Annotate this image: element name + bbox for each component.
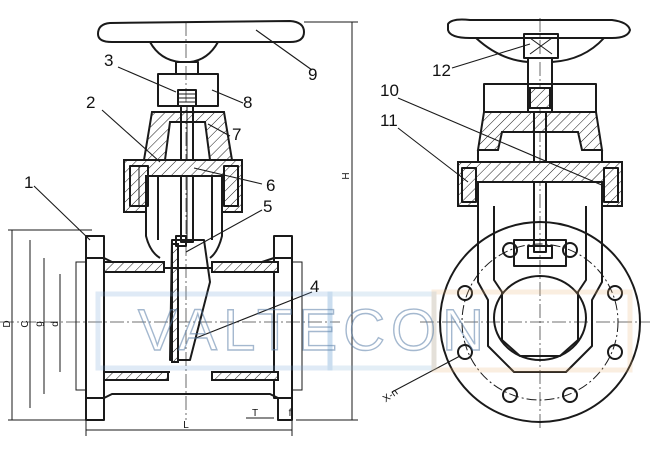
label-2: 2 — [86, 93, 95, 112]
dim-nominal-diameter: d — [50, 321, 61, 327]
label-3: 3 — [104, 51, 113, 70]
dim-flange-face: f — [289, 408, 292, 419]
side-bonnet — [476, 111, 604, 151]
watermark-text: VALTECON — [138, 298, 490, 363]
bolt-holes — [457, 242, 623, 403]
part-labels: 1 2 3 4 5 6 7 8 9 10 11 12 — [24, 51, 451, 296]
side-view — [391, 18, 650, 430]
label-8: 8 — [243, 93, 252, 112]
dim-outer-diameter: D — [2, 320, 13, 327]
side-flange — [439, 221, 641, 423]
gate-wedge — [169, 239, 211, 361]
side-body — [477, 206, 603, 373]
dim-flange-thickness: T — [252, 408, 258, 419]
watermark: VALTECON — [95, 289, 633, 373]
bonnet-flange — [123, 159, 243, 213]
label-11: 11 — [380, 111, 398, 130]
label-4: 4 — [310, 277, 319, 296]
dim-height: H — [341, 172, 352, 179]
dim-raised-face: g — [34, 321, 45, 327]
dim-length: L — [183, 420, 189, 431]
label-12: 12 — [432, 61, 451, 80]
gland-spring — [177, 89, 197, 107]
section-view — [0, 20, 340, 421]
label-9: 9 — [308, 65, 317, 84]
side-handwheel — [447, 18, 631, 39]
label-5: 5 — [263, 197, 272, 216]
section-dimensions — [8, 21, 358, 436]
handwheel — [97, 20, 305, 43]
dim-bolt-circle: C — [20, 320, 31, 327]
bonnet — [142, 111, 234, 161]
label-6: 6 — [266, 176, 275, 195]
label-1: 1 — [24, 173, 33, 192]
label-7: 7 — [232, 125, 241, 144]
label-10: 10 — [380, 81, 399, 100]
